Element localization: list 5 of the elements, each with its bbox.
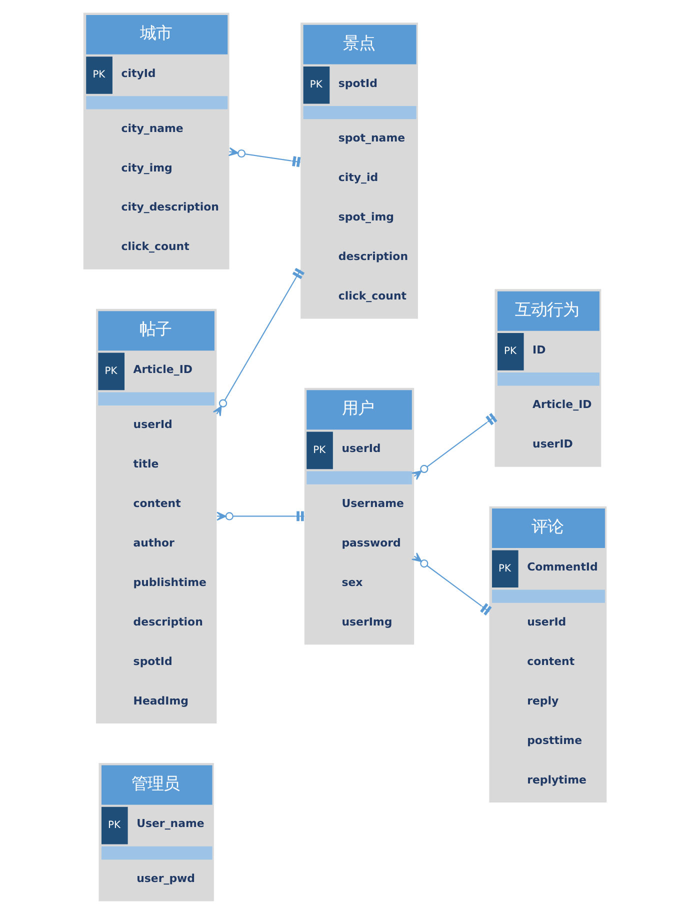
- connector: [410, 552, 492, 616]
- connector: [228, 147, 300, 167]
- connector: [410, 412, 497, 480]
- node-box: 用户 PK userId Username password sex userImg: [304, 388, 414, 645]
- connector: [212, 268, 304, 416]
